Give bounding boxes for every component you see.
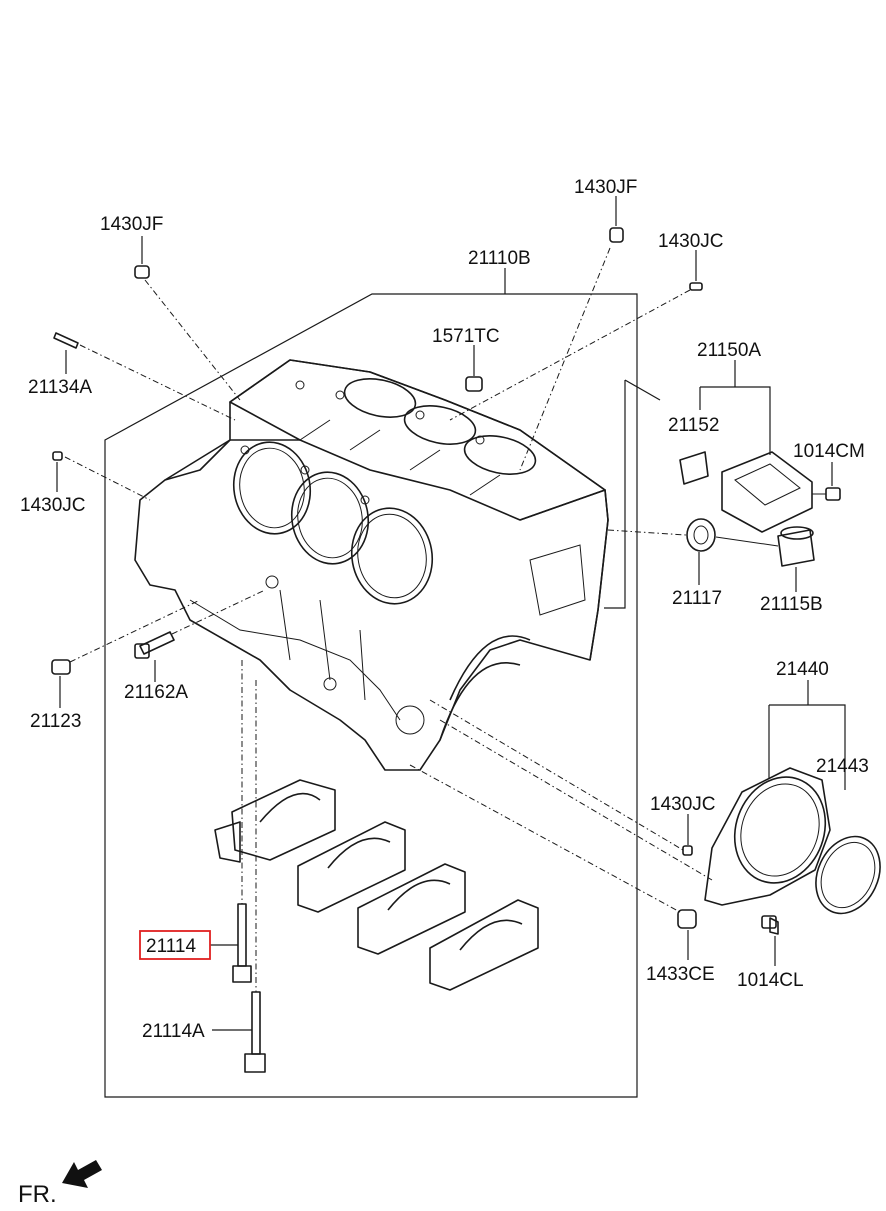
label-21440[interactable]: 21440 xyxy=(776,659,829,680)
sub-boundary xyxy=(604,380,626,609)
label-21110b[interactable]: 21110B xyxy=(468,248,531,269)
label-1430jf-right[interactable]: 1430JF xyxy=(574,177,637,198)
label-21152[interactable]: 21152 xyxy=(668,415,719,436)
engine-block xyxy=(134,359,609,771)
label-21114[interactable]: 21114 xyxy=(146,936,196,957)
label-1014cl[interactable]: 1014CL xyxy=(737,970,804,991)
leader-lines xyxy=(56,196,846,1031)
rear-seal-assembly xyxy=(409,699,881,935)
assembly-boundary xyxy=(104,293,638,1098)
label-21123[interactable]: 21123 xyxy=(30,711,81,732)
label-1571tc[interactable]: 1571TC xyxy=(432,326,500,347)
label-21115b[interactable]: 21115B xyxy=(760,594,823,615)
label-21134a[interactable]: 21134A xyxy=(28,377,92,398)
label-1430jc-left[interactable]: 1430JC xyxy=(20,495,86,516)
small-parts xyxy=(51,227,703,675)
label-1430jc-top[interactable]: 1430JC xyxy=(658,231,724,252)
label-1430jf-left[interactable]: 1430JF xyxy=(100,214,163,235)
label-1430jc-right[interactable]: 1430JC xyxy=(650,794,716,815)
front-label: FR. xyxy=(18,1181,57,1208)
part-labels: 1430JF 1430JF 1430JC 21110B 1571TC 21134… xyxy=(20,177,869,1042)
highlight-box-21114 xyxy=(139,930,211,960)
label-21150a[interactable]: 21150A xyxy=(697,340,761,361)
label-21117[interactable]: 21117 xyxy=(672,588,722,609)
label-21443[interactable]: 21443 xyxy=(816,756,869,777)
front-arrow-icon xyxy=(62,1160,102,1188)
bearing-cap-bolts xyxy=(232,660,266,1073)
front-direction-indicator: FR. xyxy=(18,1160,102,1208)
label-1014cm[interactable]: 1014CM xyxy=(793,441,865,462)
label-1433ce[interactable]: 1433CE xyxy=(646,964,715,985)
label-21114a[interactable]: 21114A xyxy=(142,1021,205,1042)
label-21162a[interactable]: 21162A xyxy=(124,682,188,703)
bearing-caps xyxy=(214,779,539,991)
cover-assembly xyxy=(607,451,841,567)
